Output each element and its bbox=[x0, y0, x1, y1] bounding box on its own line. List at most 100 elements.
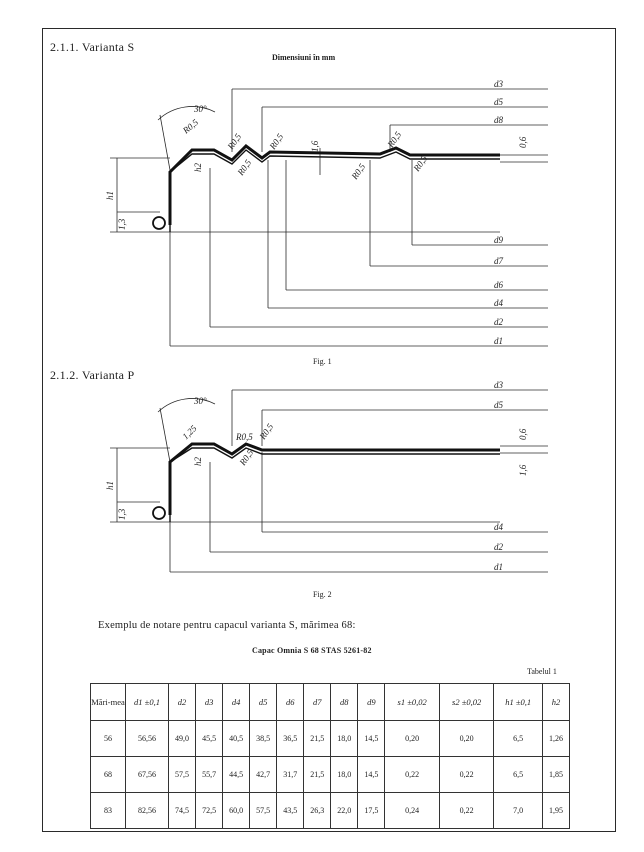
table-cell: 44,5 bbox=[222, 756, 251, 793]
fig1-dim-06: 0,6 bbox=[518, 136, 528, 148]
table-cell: 1,95 bbox=[541, 792, 571, 829]
table-cell: 0,20 bbox=[438, 720, 495, 757]
fig1-dim-h2: h2 bbox=[193, 163, 203, 173]
fig2-dim-h2: h2 bbox=[193, 457, 203, 467]
table-cell: 83 bbox=[90, 792, 126, 829]
table-cell: 0,24 bbox=[384, 792, 440, 829]
header-cell: d7 bbox=[303, 683, 332, 721]
table-cell: 57,5 bbox=[167, 756, 197, 793]
table-cell: 18,0 bbox=[330, 756, 359, 793]
table-cell: 0,22 bbox=[438, 792, 495, 829]
table-cell: 1,85 bbox=[541, 756, 571, 793]
table-cell: 21,5 bbox=[303, 756, 332, 793]
fig1-dim-d7: d7 bbox=[494, 256, 504, 266]
fig1-caption: Fig. 1 bbox=[313, 357, 332, 366]
table-cell: 1,26 bbox=[541, 720, 571, 757]
table-cell: 0,22 bbox=[384, 756, 440, 793]
table-cell: 36,5 bbox=[276, 720, 305, 757]
fig2-dim-h1: h1 bbox=[105, 481, 115, 490]
table-cell: 40,5 bbox=[222, 720, 251, 757]
section-heading-p: 2.1.2. Varianta P bbox=[50, 368, 135, 382]
table-cell: 26,3 bbox=[303, 792, 332, 829]
table-cell: 49,0 bbox=[167, 720, 197, 757]
header-cell: d1 ±0,1 bbox=[125, 683, 169, 721]
fig2-dim-125: 1,25 bbox=[180, 423, 199, 442]
table-cell: 45,5 bbox=[195, 720, 224, 757]
table-cell: 57,5 bbox=[249, 792, 278, 829]
table-header-row: Mări-mea d1 ±0,1 d2 d3 d4 d5 d6 d7 d8 d9… bbox=[90, 683, 571, 721]
table-cell: 6,5 bbox=[493, 720, 543, 757]
page-frame bbox=[42, 28, 616, 832]
fig2-dim-d3: d3 bbox=[494, 380, 504, 390]
section-heading-s: 2.1.1. Varianta S bbox=[50, 40, 135, 54]
fig1-dim-d5: d5 bbox=[494, 97, 504, 107]
table-cell: 67,56 bbox=[125, 756, 169, 793]
fig1-dim-h1: h1 bbox=[105, 191, 115, 200]
fig1-dim-d3: d3 bbox=[494, 79, 504, 89]
fig1-angle: 30° bbox=[193, 104, 207, 114]
units-note: Dimensiuni în mm bbox=[272, 53, 336, 62]
header-cell: d6 bbox=[276, 683, 305, 721]
fig1-dim-d8: d8 bbox=[494, 115, 504, 125]
table-cell: 21,5 bbox=[303, 720, 332, 757]
table-cell: 72,5 bbox=[195, 792, 224, 829]
header-cell: d5 bbox=[249, 683, 278, 721]
table-cell: 6,5 bbox=[493, 756, 543, 793]
header-cell: h1 ±0,1 bbox=[493, 683, 543, 721]
table-cell: 31,7 bbox=[276, 756, 305, 793]
table-cell: 0,22 bbox=[438, 756, 495, 793]
header-cell: d2 bbox=[167, 683, 197, 721]
table-cell: 56 bbox=[90, 720, 126, 757]
table-cell: 18,0 bbox=[330, 720, 359, 757]
table-row: 56 56,56 49,0 45,5 40,5 38,5 36,5 21,5 1… bbox=[90, 720, 571, 757]
fig2-dim-d5: d5 bbox=[494, 400, 504, 410]
table-cell: 55,7 bbox=[195, 756, 224, 793]
table-cell: 22,0 bbox=[330, 792, 359, 829]
fig1-dim-16: 1,6 bbox=[310, 140, 320, 152]
fig1-dim-d4: d4 bbox=[494, 298, 504, 308]
fig1-dim-d9: d9 bbox=[494, 235, 504, 245]
fig2-dim-16: 1,6 bbox=[518, 464, 528, 476]
table-cell: 68 bbox=[90, 756, 126, 793]
fig1-dim-13: 1,3 bbox=[117, 218, 127, 230]
header-cell: d4 bbox=[222, 683, 251, 721]
fig2-angle: 30° bbox=[193, 396, 207, 406]
fig2-dim-06: 0,6 bbox=[518, 428, 528, 440]
table-cell: 14,5 bbox=[357, 756, 386, 793]
fig1-dim-d2: d2 bbox=[494, 317, 504, 327]
header-cell: h2 bbox=[541, 683, 571, 721]
fig2-radius-2: R0,5 bbox=[257, 421, 276, 442]
table-cell: 43,5 bbox=[276, 792, 305, 829]
fig2-dim-d2: d2 bbox=[494, 542, 504, 552]
fig1-dim-d6: d6 bbox=[494, 280, 504, 290]
header-cell: s1 ±0,02 bbox=[384, 683, 440, 721]
fig2-caption: Fig. 2 bbox=[313, 590, 332, 599]
table-cell: 74,5 bbox=[167, 792, 197, 829]
header-cell: d8 bbox=[330, 683, 359, 721]
fig2-radius-1: R0,5 bbox=[235, 432, 253, 442]
table-cell: 14,5 bbox=[357, 720, 386, 757]
header-cell: d9 bbox=[357, 683, 386, 721]
fig2-dim-d4: d4 bbox=[494, 522, 504, 532]
table-cell: 60,0 bbox=[222, 792, 251, 829]
example-designation: Capac Omnia S 68 STAS 5261-82 bbox=[252, 646, 372, 655]
example-text: Exemplu de notare pentru capacul variant… bbox=[98, 620, 356, 631]
table-cell: 0,20 bbox=[384, 720, 440, 757]
table-cell: 7,0 bbox=[493, 792, 543, 829]
header-cell: d3 bbox=[195, 683, 224, 721]
table-cell: 56,56 bbox=[125, 720, 169, 757]
fig2-dim-d1: d1 bbox=[494, 562, 503, 572]
header-cell: s2 ±0,02 bbox=[438, 683, 495, 721]
table-row: 83 82,56 74,5 72,5 60,0 57,5 43,5 26,3 2… bbox=[90, 792, 571, 829]
fig1-dim-d1: d1 bbox=[494, 336, 503, 346]
dimensions-table: Mări-mea d1 ±0,1 d2 d3 d4 d5 d6 d7 d8 d9… bbox=[90, 683, 571, 829]
table-caption: Tabelul 1 bbox=[527, 667, 557, 676]
header-cell: Mări-mea bbox=[90, 683, 126, 721]
table-cell: 38,5 bbox=[249, 720, 278, 757]
table-row: 68 67,56 57,5 55,7 44,5 42,7 31,7 21,5 1… bbox=[90, 756, 571, 793]
table-cell: 82,56 bbox=[125, 792, 169, 829]
table-cell: 17,5 bbox=[357, 792, 386, 829]
table-cell: 42,7 bbox=[249, 756, 278, 793]
